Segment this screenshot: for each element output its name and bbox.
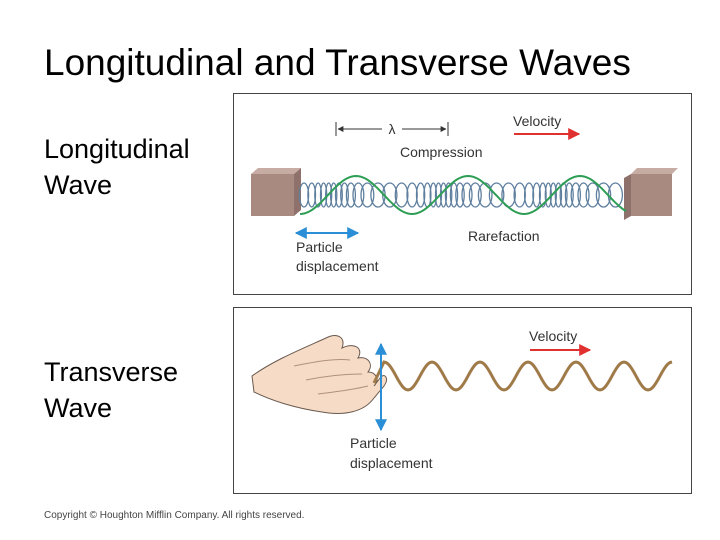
- spring-loop: [488, 182, 505, 208]
- spring-loop: [325, 182, 333, 208]
- wavelength-symbol: λ: [389, 121, 396, 137]
- spring-loop: [461, 182, 473, 208]
- spring-loop: [307, 182, 317, 208]
- wavelength-marker: λ: [335, 121, 449, 137]
- transverse-particle-label-line2: displacement: [350, 455, 433, 471]
- spring-loop: [449, 182, 459, 208]
- spring-loop: [444, 182, 453, 208]
- spring-loop: [595, 182, 612, 208]
- spring-loop: [434, 182, 443, 208]
- spring-loop: [570, 182, 582, 208]
- spring-coil: [298, 182, 624, 208]
- transverse-particle-label-line1: Particle: [350, 435, 397, 451]
- spring-loop: [345, 182, 357, 208]
- spring-loop: [554, 182, 563, 208]
- spring-loop: [406, 182, 418, 208]
- transverse-label-line2: Wave: [44, 393, 113, 423]
- left-block: [251, 168, 301, 216]
- transverse-wave-figure: Velocity Particle displacement: [233, 307, 692, 494]
- spring-loop: [314, 182, 323, 208]
- transverse-wave-label: Transverse Wave: [44, 354, 178, 426]
- spring-loop: [532, 182, 541, 208]
- rarefaction-label: Rarefaction: [468, 228, 540, 244]
- spring-loop: [329, 182, 338, 208]
- compression-label: Compression: [400, 144, 482, 160]
- transverse-wave-diagram: Velocity Particle displacement: [251, 328, 673, 471]
- right-block: [624, 168, 678, 220]
- spring-loop: [523, 182, 535, 208]
- spring-loop: [564, 182, 574, 208]
- spring-loop: [340, 182, 349, 208]
- copyright-notice: Copyright © Houghton Mifflin Company. Al…: [44, 510, 305, 521]
- longitudinal-label-line2: Wave: [44, 170, 113, 200]
- transverse-velocity-label: Velocity: [529, 328, 577, 344]
- longitudinal-particle-label-line2: displacement: [296, 258, 379, 274]
- spring-loop: [513, 182, 526, 208]
- spring-loop: [549, 182, 557, 208]
- longitudinal-wave-figure: λ Velocity Compression Particle displace…: [233, 93, 692, 295]
- transverse-string-wave: [372, 360, 673, 392]
- longitudinal-particle-label-line1: Particle: [296, 239, 343, 255]
- spring-loop: [429, 182, 438, 208]
- spring-loop: [360, 182, 375, 208]
- spring-loop: [455, 182, 465, 208]
- spring-loop: [394, 182, 409, 208]
- longitudinal-velocity-label: Velocity: [513, 113, 561, 129]
- transverse-label-line1: Transverse: [44, 357, 179, 387]
- hand-icon: [251, 335, 387, 414]
- spring-loop: [415, 182, 426, 208]
- spring-loop: [468, 182, 482, 208]
- slide-title: Longitudinal and Transverse Waves: [44, 42, 631, 83]
- spring-loop: [538, 182, 547, 208]
- density-wave-curve: [299, 174, 627, 216]
- longitudinal-label-line1: Longitudinal: [44, 134, 190, 164]
- spring-loop: [585, 182, 600, 208]
- spring-loop: [352, 182, 365, 208]
- spring-loop: [298, 182, 310, 208]
- spring-loop: [577, 182, 590, 208]
- longitudinal-wave-label: Longitudinal Wave: [44, 131, 190, 203]
- longitudinal-wave-diagram: λ Velocity Compression Particle displace…: [251, 113, 678, 274]
